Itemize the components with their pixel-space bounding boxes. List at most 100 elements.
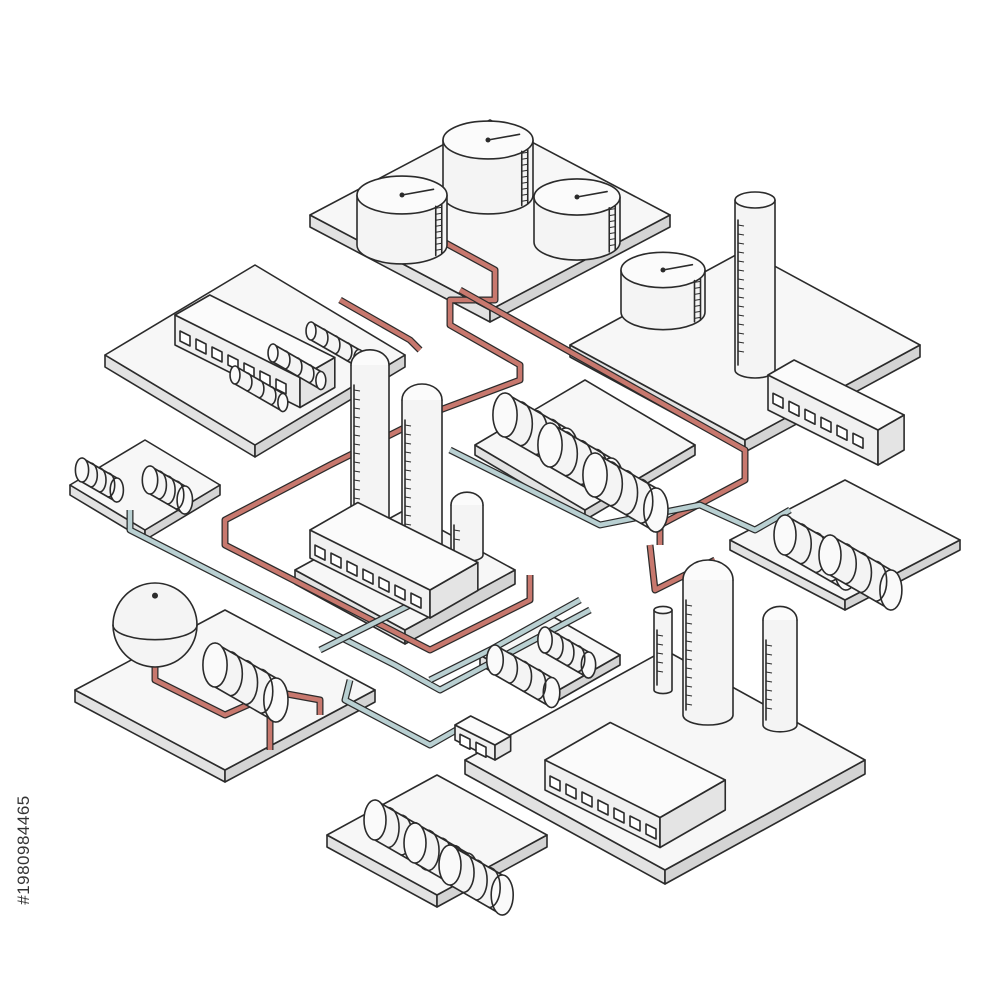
column-ladder-rung (353, 452, 361, 455)
drum-band (639, 478, 654, 525)
drum-band (519, 400, 534, 447)
pipe-blue-2 (318, 602, 412, 653)
column-ladder-rung (765, 653, 773, 656)
building-roof (544, 721, 727, 819)
drum-band (258, 378, 265, 399)
south-column-2 (762, 605, 798, 733)
column-ladder-rung (685, 694, 693, 697)
storage-tank-1 (442, 120, 534, 215)
ladder-rung (609, 232, 616, 235)
drum-end (262, 677, 289, 723)
west-pump-2 (267, 343, 327, 391)
column-ladder-rung (656, 652, 664, 655)
column-ladder-rung (656, 634, 664, 637)
building-window (362, 568, 374, 585)
platforms-layer (69, 119, 961, 908)
drum-band (244, 659, 259, 706)
drum-band (508, 652, 519, 684)
drum-band (387, 806, 400, 849)
spherical-tank (112, 582, 198, 668)
drum-end (537, 626, 553, 654)
drum-band (157, 470, 168, 500)
building-window (330, 552, 342, 569)
ladder-rung (521, 187, 528, 190)
ladder-rung (694, 304, 701, 307)
column-ladder-rung (685, 658, 693, 661)
drum-end (202, 642, 228, 688)
tank-walkway (576, 190, 608, 198)
column-dome (350, 349, 390, 366)
building-window (597, 799, 609, 816)
drum-band (98, 467, 107, 493)
drum-end (879, 569, 903, 611)
column-ladder-rung (353, 497, 361, 500)
south-building (544, 721, 727, 849)
building-window (581, 791, 593, 808)
drum-end (537, 422, 563, 468)
ladder-rung (694, 286, 701, 289)
drum-band (296, 356, 303, 377)
building-window (804, 408, 816, 426)
column-ladder-rung (353, 425, 361, 428)
west-small-unit-1 (74, 457, 125, 503)
column-ladder-rung (353, 479, 361, 482)
mid-pump-unit (485, 644, 561, 709)
ladder-rung (435, 206, 442, 209)
column-ladder-rung (353, 389, 361, 392)
ladder-rung (694, 316, 701, 319)
drum-band (624, 469, 639, 516)
storage-tank-2 (356, 175, 448, 265)
column-ladder-rung (737, 296, 745, 299)
drum-end (229, 365, 241, 385)
main-column-1 (350, 349, 390, 544)
drum-band (475, 859, 488, 901)
drum-band (308, 363, 315, 384)
drum-band (89, 462, 99, 488)
drum-end (176, 485, 194, 515)
drum-band (555, 632, 564, 661)
column-ladder-rung (765, 707, 773, 710)
building-window (179, 330, 191, 347)
ladder-rung (435, 236, 442, 239)
drum-end (109, 477, 125, 503)
drum-end (315, 370, 327, 391)
center-drum-3 (582, 452, 669, 533)
column-ladder-rung (404, 433, 412, 436)
building-window (629, 815, 641, 832)
ladder-rung (435, 218, 442, 221)
south-stack (653, 605, 673, 695)
column-ladder-rung (685, 685, 693, 688)
drum-band (427, 829, 440, 872)
drum-band (246, 372, 253, 392)
ladder-rung (609, 238, 616, 241)
column-ladder-rung (737, 350, 745, 353)
drum-end (773, 514, 797, 556)
drum-end (818, 534, 842, 576)
ladder-rung (435, 212, 442, 215)
ladder-rung (435, 242, 442, 245)
drum-band (229, 650, 244, 697)
drum-band (859, 551, 873, 594)
building-window (549, 775, 561, 792)
column-ladder-rung (353, 407, 361, 410)
building-window (852, 432, 864, 450)
drum-band (322, 328, 329, 348)
sphere-equator (112, 624, 198, 641)
ladder-rung (521, 151, 528, 154)
ladder-rung (521, 199, 528, 202)
ladder-rung (694, 280, 701, 283)
ladder-rung (521, 193, 528, 196)
building-roof (309, 501, 479, 591)
column-cap (734, 191, 776, 209)
column-ladder-rung (404, 487, 412, 490)
ladder-rung (694, 310, 701, 313)
column-ladder-rung (765, 698, 773, 701)
column-cap (653, 605, 673, 615)
ladder-rung (609, 208, 616, 211)
drum-band (844, 542, 857, 585)
building-window (394, 584, 406, 601)
ladder-rung (521, 169, 528, 172)
drum-end (305, 321, 317, 341)
drum-end (582, 452, 608, 498)
column-ladder-rung (685, 667, 693, 670)
